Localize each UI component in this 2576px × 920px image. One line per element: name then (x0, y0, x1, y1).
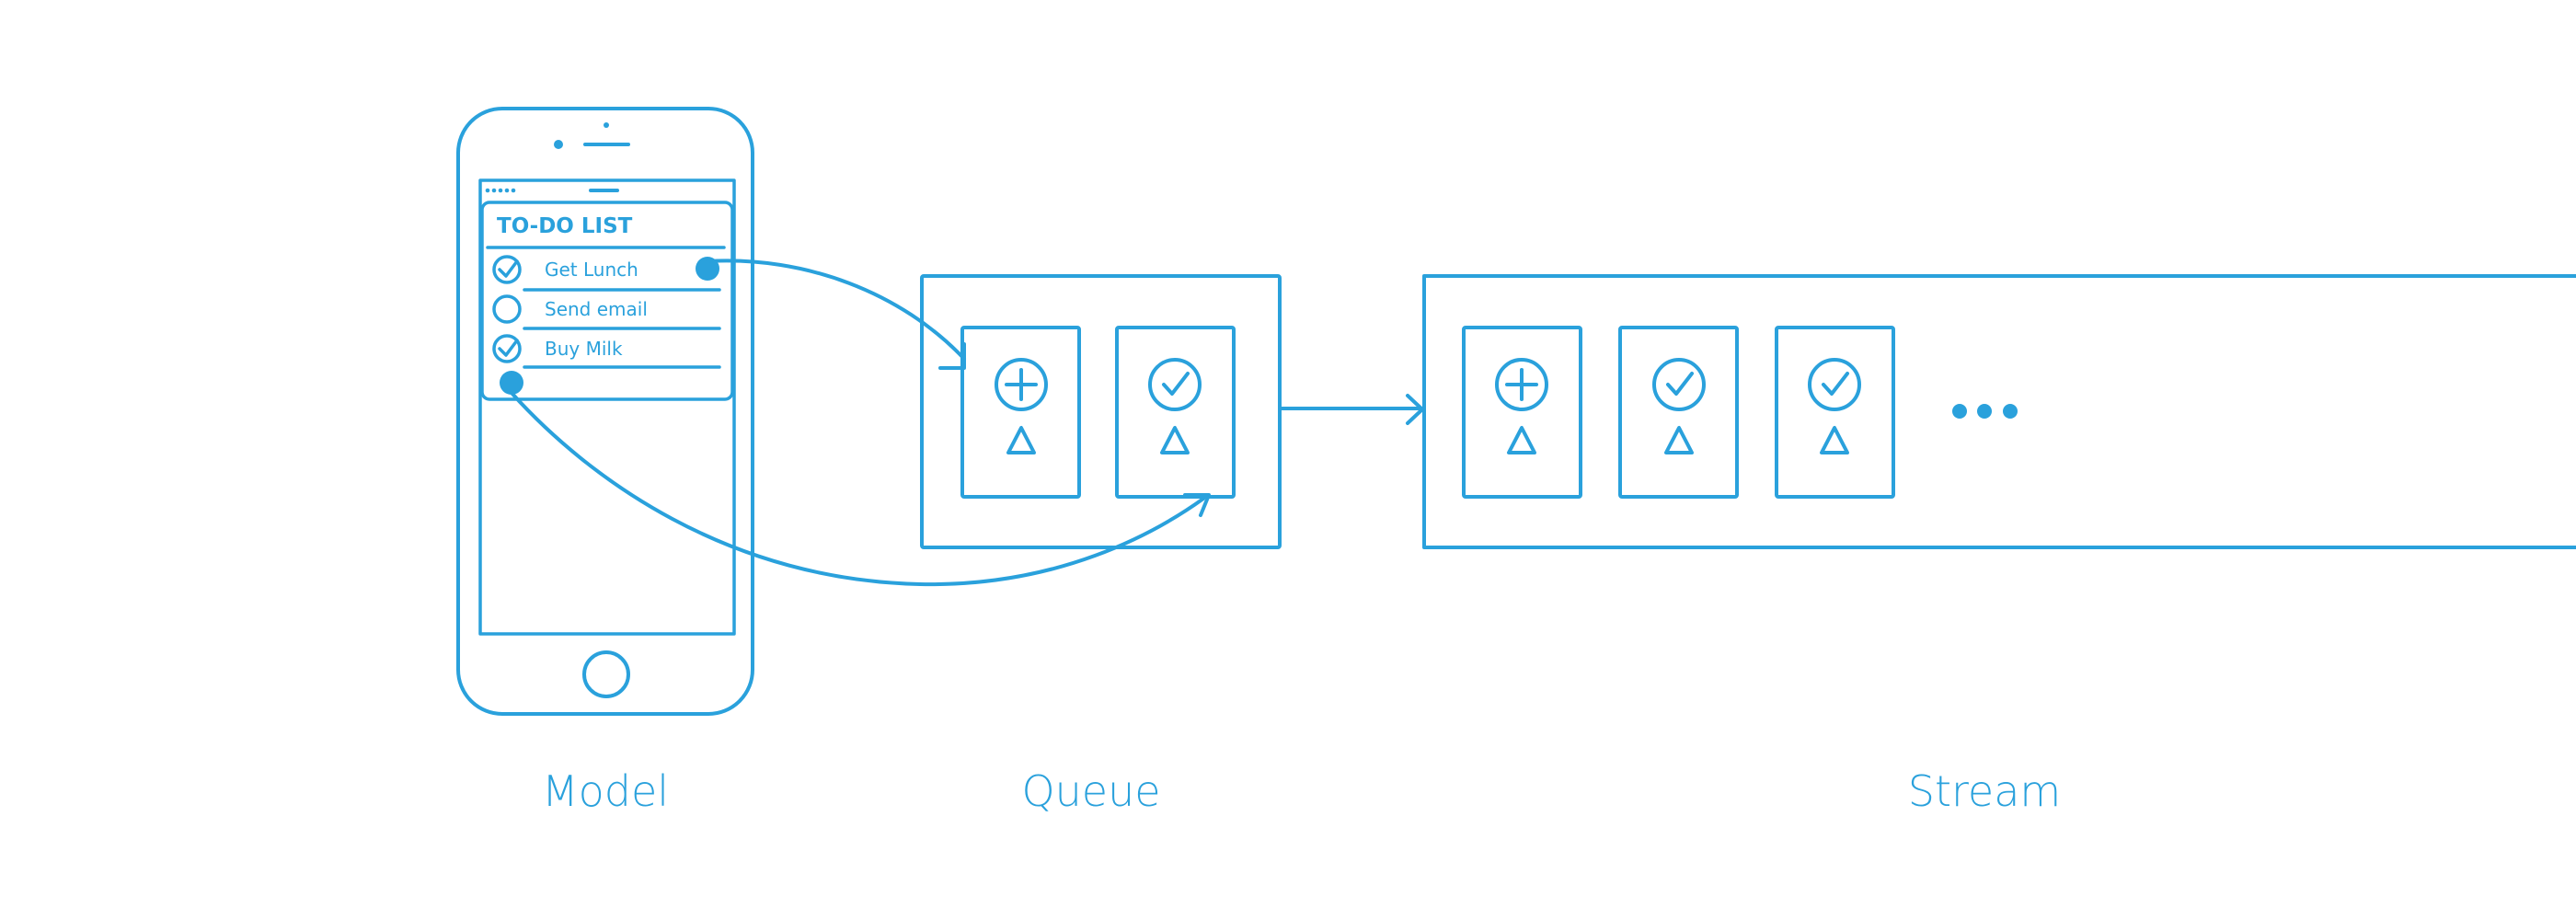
phone-front-camera (554, 140, 563, 149)
delta-icon (1507, 426, 1536, 454)
queue-card (1115, 326, 1236, 499)
signal-dot (498, 188, 503, 193)
caption-model: Model (542, 766, 669, 816)
arrow-to-queue-second (510, 391, 1205, 587)
stream-frame (1422, 274, 2576, 549)
phone-home-button[interactable] (582, 650, 630, 698)
card-frame (960, 326, 1081, 499)
phone-model: TO-DO LIST Get Lunch Send email (456, 107, 754, 716)
delta-icon (1820, 426, 1849, 454)
caption-queue: Queue (1021, 766, 1160, 816)
change-origin-dot (500, 371, 523, 395)
checkmark-icon (1162, 372, 1190, 396)
delta-icon (1006, 426, 1036, 454)
change-arrows (510, 259, 1424, 587)
checkmark-icon (1666, 372, 1694, 396)
todo-list-title: TO-DO LIST (497, 214, 633, 238)
card-frame (1462, 326, 1582, 499)
signal-dot (491, 188, 497, 193)
plus-circle-icon (995, 358, 1048, 411)
todo-card-frame (480, 201, 734, 401)
phone-body (456, 107, 754, 716)
todo-item[interactable]: Send email (492, 294, 721, 330)
check-circle-icon (1652, 358, 1706, 411)
ellipsis-icon (1952, 404, 2018, 419)
plus-circle-icon (1495, 358, 1548, 411)
ellipsis-dot (1977, 404, 1992, 419)
checkmark-icon (498, 259, 519, 278)
todo-item-label: Get Lunch (545, 259, 638, 281)
ellipsis-dot (1952, 404, 1967, 419)
arrow-to-queue-first (706, 259, 966, 361)
signal-dot (511, 188, 516, 193)
delta-icon (1160, 426, 1190, 454)
todo-item-label: Send email (545, 298, 648, 320)
card-frame (1115, 326, 1236, 499)
check-circle-icon (1148, 358, 1202, 411)
delta-icon (1664, 426, 1694, 454)
stream-card (1775, 326, 1895, 499)
ellipsis-dot (2003, 404, 2018, 419)
todo-item[interactable]: Buy Milk (492, 334, 721, 369)
queue-frame (920, 274, 1282, 549)
signal-dot (485, 188, 490, 193)
stream-card (1462, 326, 1582, 499)
checkmark-icon (1822, 372, 1849, 396)
card-frame (1775, 326, 1895, 499)
card-frame (1618, 326, 1739, 499)
checkbox-checked-icon[interactable] (492, 255, 522, 284)
queue-card (960, 326, 1081, 499)
stream-card (1618, 326, 1739, 499)
todo-item[interactable]: Get Lunch (492, 255, 721, 292)
status-bar (485, 188, 619, 193)
checkbox-unchecked-icon[interactable] (492, 294, 522, 324)
signal-dot (504, 188, 510, 193)
check-circle-icon (1808, 358, 1861, 411)
phone-sensor (604, 122, 609, 128)
phone-screen (478, 178, 736, 636)
checkmark-icon (498, 339, 519, 357)
stream-container (1422, 274, 2576, 549)
queue-container (920, 274, 1282, 549)
todo-list-card: TO-DO LIST Get Lunch Send email (480, 201, 734, 401)
checkbox-checked-icon[interactable] (492, 334, 522, 363)
caption-stream: Stream (1908, 766, 2061, 816)
todo-item-label: Buy Milk (545, 338, 623, 360)
